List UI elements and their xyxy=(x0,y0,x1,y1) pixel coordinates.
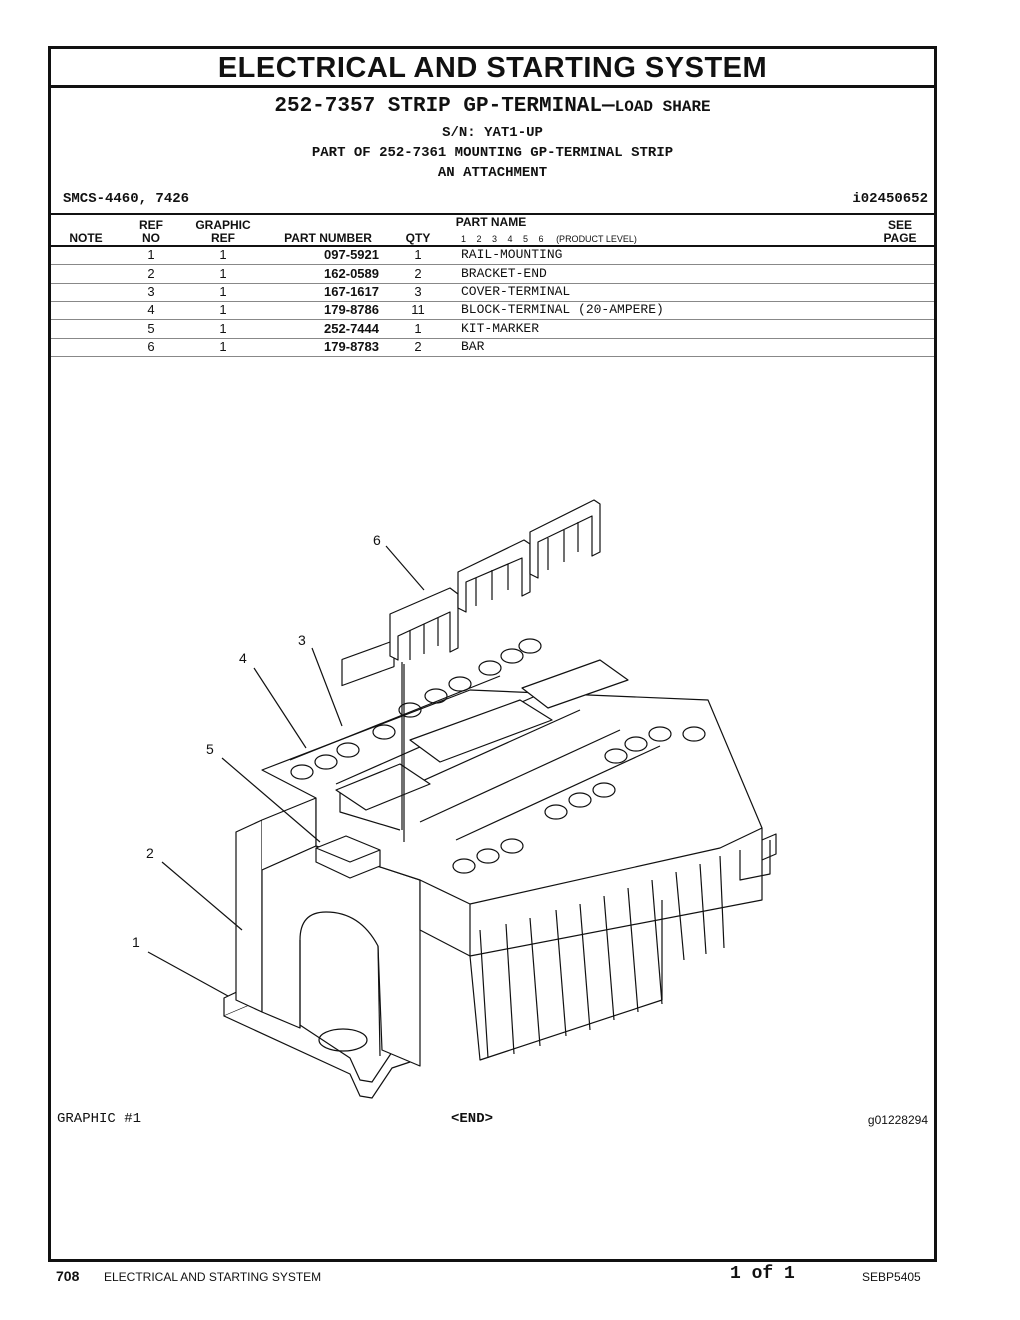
ref-number: 4 xyxy=(147,302,155,317)
part-name: BAR xyxy=(461,339,485,354)
section-title: ELECTRICAL AND STARTING SYSTEM xyxy=(217,52,768,84)
callout-4: 4 xyxy=(239,650,247,666)
part-of-line: PART OF 252-7361 MOUNTING GP-TERMINAL ST… xyxy=(311,145,674,161)
product-levels: 1 2 3 4 5 6 (PRODUCT LEVEL) xyxy=(461,234,637,244)
table-top-rule xyxy=(51,213,934,215)
section-title-bar: ELECTRICAL AND STARTING SYSTEM xyxy=(51,49,934,88)
part-title: 252-7357 STRIP GP-TERMINAL—LOAD SHARE xyxy=(51,95,934,118)
leader-2 xyxy=(161,861,243,931)
part-name: KIT-MARKER xyxy=(461,321,540,336)
quantity: 11 xyxy=(411,302,425,317)
header-part-name: PART NAME xyxy=(455,215,527,229)
smcs-code: SMCS-4460, 7426 xyxy=(63,191,190,207)
terminal-cover xyxy=(409,699,553,763)
terminal-block-front xyxy=(469,900,663,1061)
level-numbers: 1 2 3 4 5 6 xyxy=(461,234,544,244)
product-level-label: (PRODUCT LEVEL) xyxy=(556,234,637,244)
part-title-dash: — xyxy=(602,95,615,118)
graphic-ref: 1 xyxy=(219,321,227,336)
callout-3: 3 xyxy=(298,632,306,648)
table-row: 3 1 167-1617 3 COVER-TERMINAL xyxy=(51,283,934,301)
marker-kit xyxy=(315,835,381,879)
row-divider xyxy=(51,319,934,320)
serial-number: S/N: YAT1-UP xyxy=(442,125,543,141)
end-label: <END> xyxy=(451,1111,494,1127)
header-note: NOTE xyxy=(69,231,103,245)
graphic-label: GRAPHIC #1 xyxy=(57,1111,142,1127)
jumper-bar xyxy=(457,539,531,613)
callout-1: 1 xyxy=(132,934,140,950)
leader-4 xyxy=(253,667,307,749)
attachment-line: AN ATTACHMENT xyxy=(437,165,548,181)
leader-6 xyxy=(385,545,425,591)
callout-5: 5 xyxy=(206,741,214,757)
quantity: 1 xyxy=(414,321,422,336)
graphic-ref: 1 xyxy=(219,339,227,354)
graphic-id: g01228294 xyxy=(867,1113,928,1127)
header-part-number: PART NUMBER xyxy=(284,231,372,245)
part-title-main: 252-7357 STRIP GP-TERMINAL xyxy=(274,95,603,118)
row-divider xyxy=(51,338,934,339)
leader-1 xyxy=(147,951,229,997)
header-ref-top: REF xyxy=(139,218,163,232)
page-frame: ELECTRICAL AND STARTING SYSTEM 252-7357 … xyxy=(48,46,937,1262)
row-divider xyxy=(51,264,934,265)
ref-number: 5 xyxy=(147,321,155,336)
part-number: 252-7444 xyxy=(324,321,379,336)
row-divider xyxy=(51,356,934,357)
table-row: 6 1 179-8783 2 BAR xyxy=(51,338,934,356)
terminal-cover xyxy=(521,659,629,709)
quantity: 2 xyxy=(414,266,422,281)
header-see-top: SEE xyxy=(887,218,912,232)
rail-slot-hole xyxy=(318,1028,368,1052)
callout-6: 6 xyxy=(373,532,381,548)
header-graphic-bottom: REF xyxy=(211,231,235,245)
leader-3 xyxy=(311,647,343,727)
header-bottom-rule xyxy=(51,245,934,247)
ref-number: 6 xyxy=(147,339,155,354)
graphic-ref: 1 xyxy=(219,247,227,262)
footer-document-id: SEBP5405 xyxy=(862,1270,921,1284)
quantity: 2 xyxy=(414,339,422,354)
part-name: RAIL-MOUNTING xyxy=(461,247,563,262)
quantity: 1 xyxy=(414,247,422,262)
header-ref-bottom: NO xyxy=(142,231,160,245)
part-name: BRACKET-END xyxy=(461,266,547,281)
table-row: 1 1 097-5921 1 RAIL-MOUNTING xyxy=(51,246,934,264)
part-number: 179-8783 xyxy=(324,339,379,354)
row-divider xyxy=(51,301,934,302)
table-row: 2 1 162-0589 2 BRACKET-END xyxy=(51,265,934,283)
table-row: 5 1 252-7444 1 KIT-MARKER xyxy=(51,320,934,338)
leader-5 xyxy=(221,757,321,843)
screw-holes xyxy=(290,638,706,874)
terminal-cover xyxy=(335,763,431,811)
footer-page-count: 1 of 1 xyxy=(730,1264,795,1284)
jumper-bar xyxy=(529,499,601,579)
ref-number: 1 xyxy=(147,247,155,262)
row-divider xyxy=(51,283,934,284)
part-name: COVER-TERMINAL xyxy=(461,284,571,299)
ref-number: 3 xyxy=(147,284,155,299)
ref-number: 2 xyxy=(147,266,155,281)
illustration-id: i02450652 xyxy=(852,191,928,207)
graphic-ref: 1 xyxy=(219,284,227,299)
table-row: 4 1 179-8786 11 BLOCK-TERMINAL (20-AMPER… xyxy=(51,301,934,319)
part-name: BLOCK-TERMINAL (20-AMPERE) xyxy=(461,302,664,317)
end-bracket-side xyxy=(235,819,263,1013)
footer-page-number: 708 xyxy=(56,1268,80,1284)
header-graphic-top: GRAPHIC xyxy=(195,218,251,232)
quantity: 3 xyxy=(414,284,422,299)
part-number: 097-5921 xyxy=(324,247,379,262)
part-title-sub: LOAD SHARE xyxy=(614,98,711,116)
header-qty: QTY xyxy=(405,231,431,245)
part-number: 167-1617 xyxy=(324,284,379,299)
footer-section: ELECTRICAL AND STARTING SYSTEM xyxy=(104,1270,322,1284)
graphic-ref: 1 xyxy=(219,302,227,317)
graphic-ref: 1 xyxy=(219,266,227,281)
part-number: 179-8786 xyxy=(324,302,379,317)
header-see-bottom: PAGE xyxy=(883,231,917,245)
part-number: 162-0589 xyxy=(324,266,379,281)
callout-2: 2 xyxy=(146,845,154,861)
